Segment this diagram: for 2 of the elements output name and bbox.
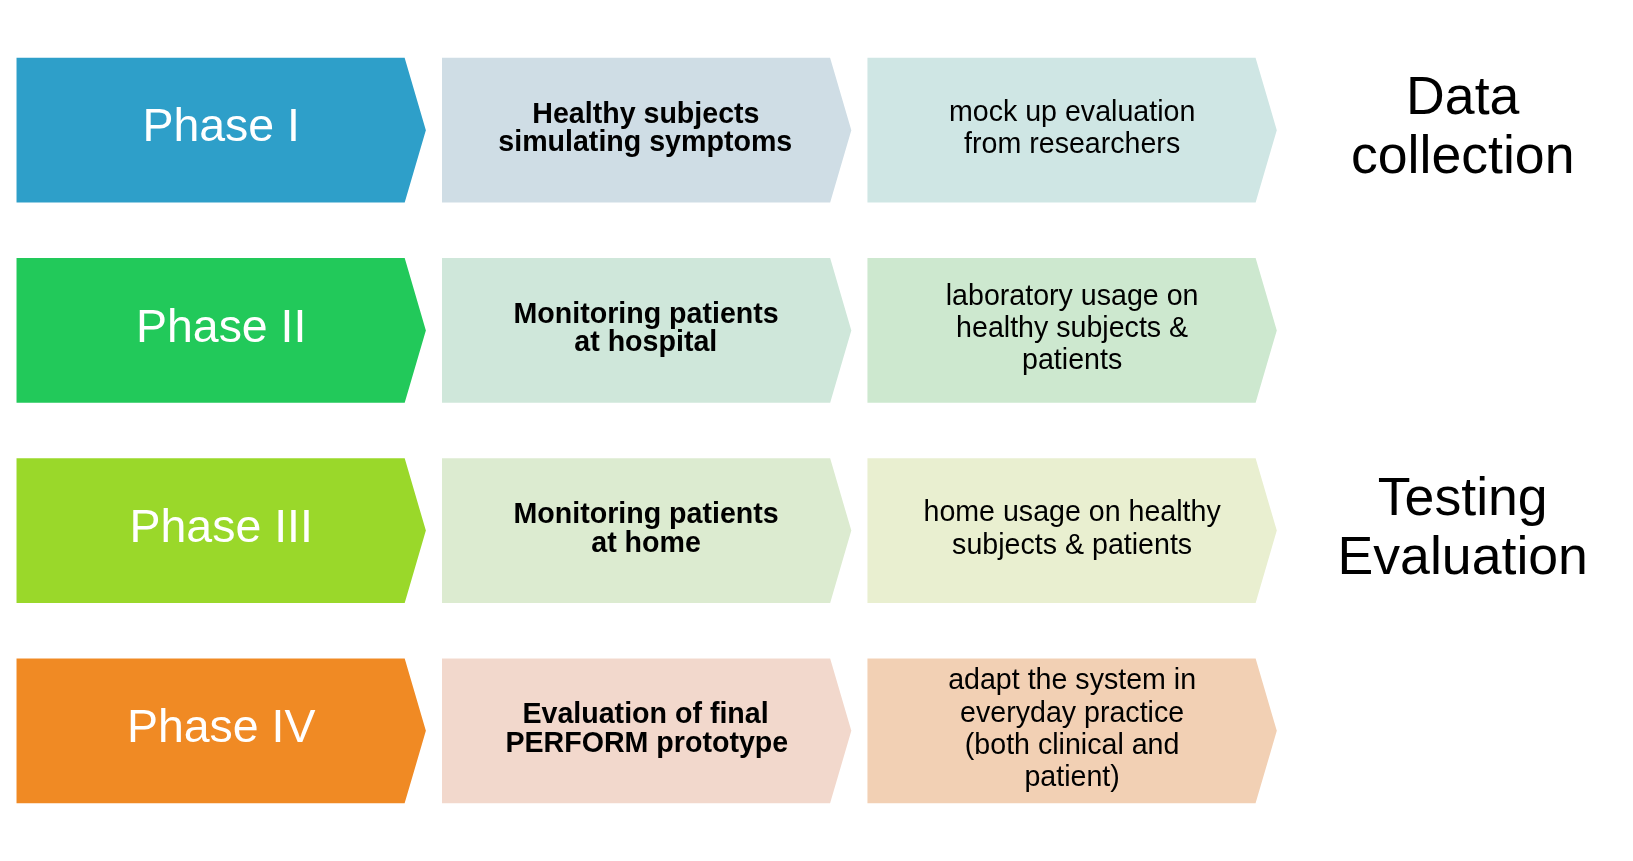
label: Data collection [1350,65,1575,185]
label: Testing Evaluation [1337,465,1588,585]
